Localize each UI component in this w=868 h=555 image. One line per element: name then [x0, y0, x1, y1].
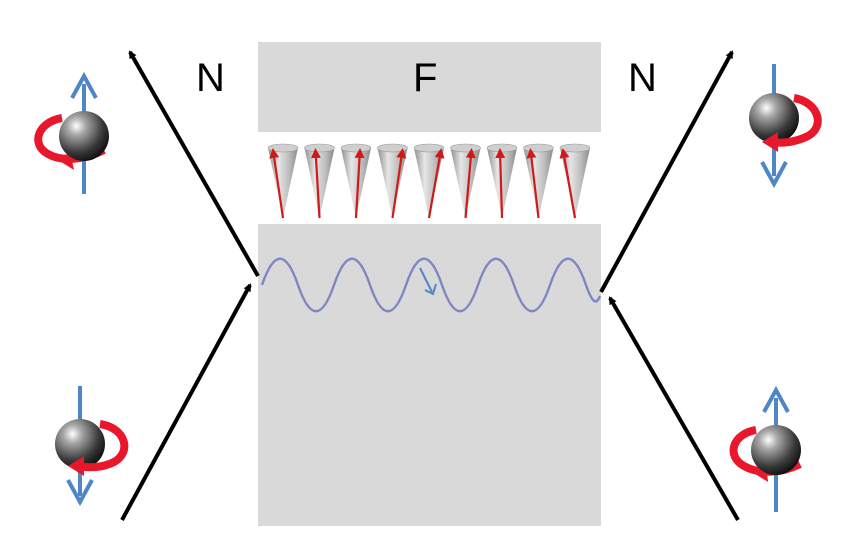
trajectory-incoming-left	[120, 283, 252, 521]
rotation-arrow-icon	[75, 420, 129, 472]
precession-cone	[450, 148, 481, 218]
precession-cone-rim	[486, 143, 518, 153]
rotation-arrow-icon	[769, 94, 822, 147]
label-ferromagnet: F	[413, 56, 438, 100]
electron-sphere-icon	[59, 111, 109, 161]
precession-cone	[560, 148, 590, 218]
electron-sphere-icon	[749, 93, 799, 143]
ferromagnet-slab	[258, 42, 601, 526]
magnetic-moment-arrow	[391, 148, 407, 219]
electron-top-right	[749, 64, 822, 189]
precessing-moments	[267, 143, 591, 219]
spin-up-arrowhead-icon	[762, 385, 790, 413]
electron-top-left	[34, 71, 109, 194]
electron-bottom-left	[55, 386, 129, 507]
spin-down-arrowhead-icon	[66, 479, 94, 507]
precession-cone-rim	[304, 143, 335, 153]
precession-cone-rim	[413, 143, 445, 153]
trajectory-outgoing-left	[128, 50, 260, 277]
trajectory-incoming-right	[608, 296, 740, 521]
precession-cone	[523, 148, 554, 218]
magnetic-moment-arrow	[559, 148, 577, 219]
precession-cone	[341, 148, 371, 218]
rotation-arrowhead-icon	[762, 132, 778, 152]
precession-cone-rim	[559, 143, 591, 153]
magnetic-moment-arrow	[526, 148, 540, 219]
magnetic-moment-arrow	[269, 148, 285, 219]
precession-cone	[304, 148, 335, 218]
magnon-wave	[260, 257, 602, 313]
precession-cone	[414, 148, 444, 218]
magnetic-moment-arrow	[464, 148, 476, 219]
spin-down-arrowhead-icon	[760, 161, 788, 189]
trajectory-outgoing-right	[599, 50, 734, 293]
electron-sphere-icon	[751, 425, 801, 475]
label-left-normal-metal: N	[196, 56, 225, 100]
label-right-normal-metal: N	[628, 56, 657, 100]
precession-cone-rim	[450, 143, 481, 153]
magnetic-moment-arrow	[427, 148, 445, 219]
precession-cone-rim	[523, 143, 554, 153]
spin-flip-arrowhead-icon	[424, 283, 437, 296]
magnetic-moment-arrow	[310, 148, 321, 219]
spin-flip-arrow-icon	[419, 267, 433, 293]
spin-up-arrowhead-icon	[70, 71, 98, 99]
electron-bottom-right	[729, 385, 802, 512]
precession-cone-rim	[340, 143, 372, 153]
magnetic-moment-arrow	[354, 148, 365, 219]
rotation-arrowhead-icon	[68, 456, 84, 476]
magnetic-moment-arrow	[495, 148, 506, 219]
electron-sphere-icon	[55, 419, 105, 469]
